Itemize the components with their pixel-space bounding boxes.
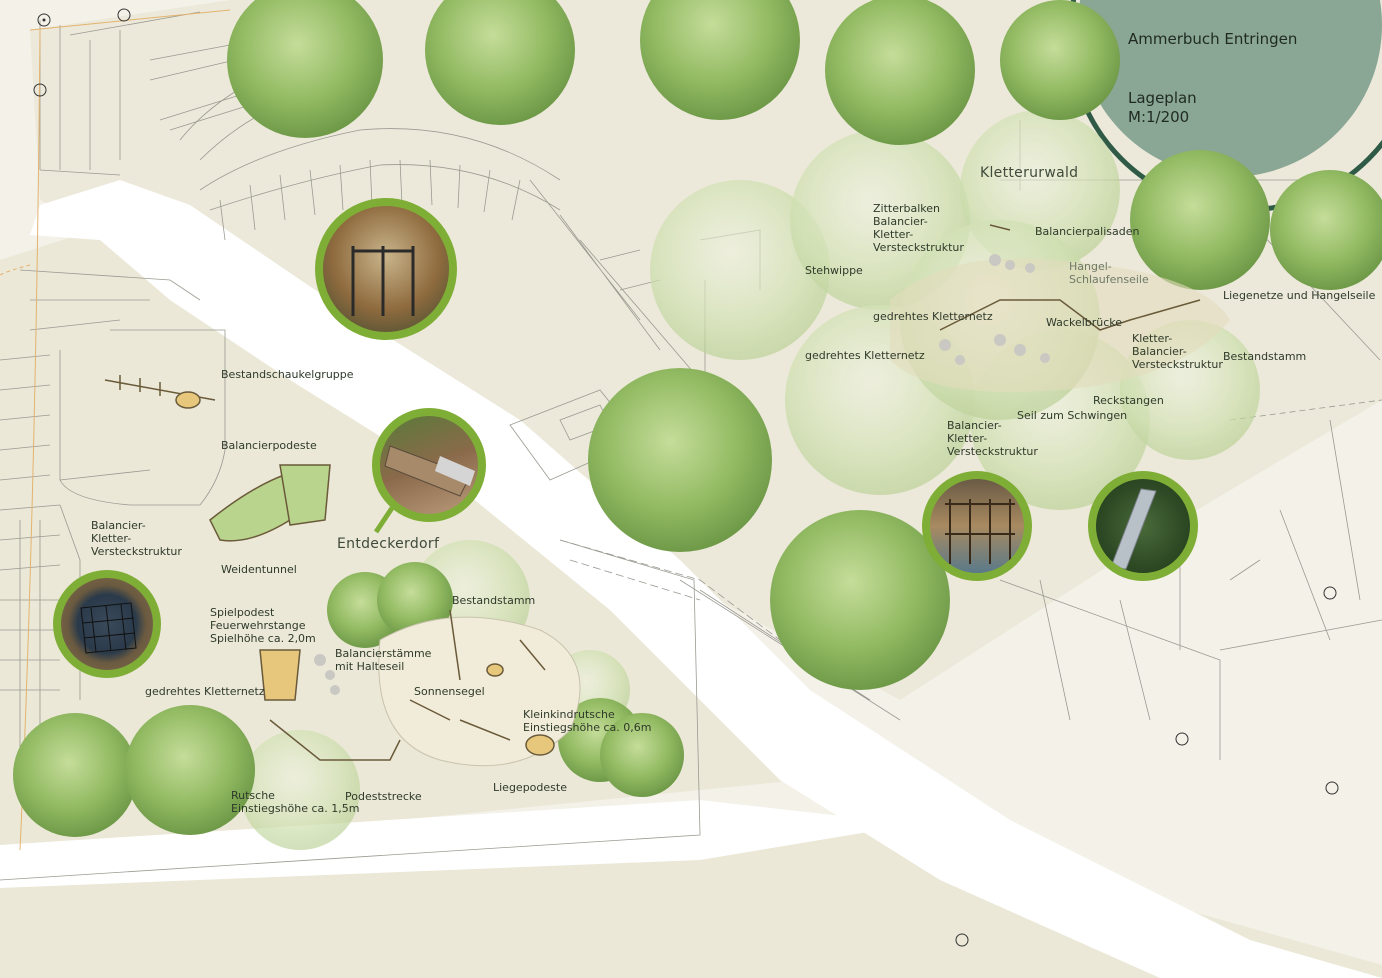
photo-climbing-tower — [922, 471, 1032, 581]
swing-frame-icon — [351, 246, 415, 316]
play-zone-kletterurwald — [890, 258, 1230, 392]
label-gedrehtes-kletternetz-2: gedrehtes Kletternetz — [805, 349, 925, 362]
label-liegepodeste: Liegepodeste — [493, 781, 567, 794]
label-kletter-balancier: Kletter- Balancier- Versteckstruktur — [1132, 332, 1223, 371]
photo-sandpit-net — [53, 570, 161, 678]
label-bestandstamm-2: Bestandstamm — [452, 594, 536, 607]
plan-scale: M:1/200 — [1128, 108, 1190, 126]
label-zitterbalken: Zitterbalken Balancier- Kletter- Verstec… — [873, 202, 964, 254]
label-gedrehtes-kletternetz-3: gedrehtes Kletternetz — [145, 685, 265, 698]
label-podeststrecke: Podeststrecke — [345, 790, 422, 803]
label-rutsche: Rutsche Einstiegshöhe ca. 1,5m — [231, 789, 360, 815]
label-gedrehtes-kletternetz-1: gedrehtes Kletternetz — [873, 310, 993, 323]
title-block: Ammerbuch Entringen Lageplan M:1/200 — [1128, 30, 1297, 127]
survey-markers — [33, 8, 1339, 947]
label-balancierpalisaden: Balancierpalisaden — [1035, 225, 1140, 238]
tree-canopies — [13, 0, 1382, 837]
label-weidentunnel: Weidentunnel — [221, 563, 297, 576]
label-spielpodest: Spielpodest Feuerwehrstange Spielhöhe ca… — [210, 606, 316, 645]
label-sonnensegel: Sonnensegel — [414, 685, 485, 698]
net-icon — [80, 602, 137, 654]
label-kleinkindrutsche: Kleinkindrutsche Einstiegshöhe ca. 0,6m — [523, 708, 652, 734]
label-bestandschaukelgruppe: Bestandschaukelgruppe — [221, 368, 354, 381]
label-balancier-kletter-2: Balancier- Kletter- Versteckstruktur — [91, 519, 182, 558]
slide-icon — [1110, 488, 1157, 570]
label-wackelbruecke: Wackelbrücke — [1046, 316, 1123, 329]
plan-type: Lageplan — [1128, 89, 1197, 107]
area-label-entdeckerdorf: Entdeckerdorf — [337, 536, 440, 552]
stepping-stones — [314, 254, 1050, 695]
tower-icon — [945, 499, 1015, 564]
label-hangel-schlaufenseile: Hangel- Schlaufenseile — [1069, 260, 1149, 286]
lawn-lower — [0, 818, 1382, 978]
photo-balance-beam — [372, 408, 486, 522]
play-equipment — [104, 224, 1201, 761]
label-liegenetze: Liegenetze und Hangelseile — [1223, 289, 1376, 302]
label-balancierpodeste: Balancierpodeste — [221, 439, 317, 452]
photo-slide — [1088, 471, 1198, 581]
label-stehwippe: Stehwippe — [805, 264, 863, 277]
photo-swing-frame — [315, 198, 457, 340]
label-balancierstaemme: Balancierstämme mit Halteseil — [335, 647, 432, 673]
label-bestandstamm-1: Bestandstamm — [1223, 350, 1307, 363]
balance-beam-icon — [384, 445, 475, 497]
main-path — [30, 180, 1382, 978]
label-balancier-kletter-1: Balancier- Kletter- Versteckstruktur — [947, 419, 1038, 458]
place-name: Ammerbuch Entringen — [1128, 30, 1298, 48]
area-label-kletterurwald: Kletterurwald — [980, 165, 1079, 181]
label-reckstangen: Reckstangen — [1093, 394, 1164, 407]
label-seil-zum-schwingen: Seil zum Schwingen — [1017, 409, 1128, 422]
sand-area-entdeckerdorf — [378, 616, 581, 767]
